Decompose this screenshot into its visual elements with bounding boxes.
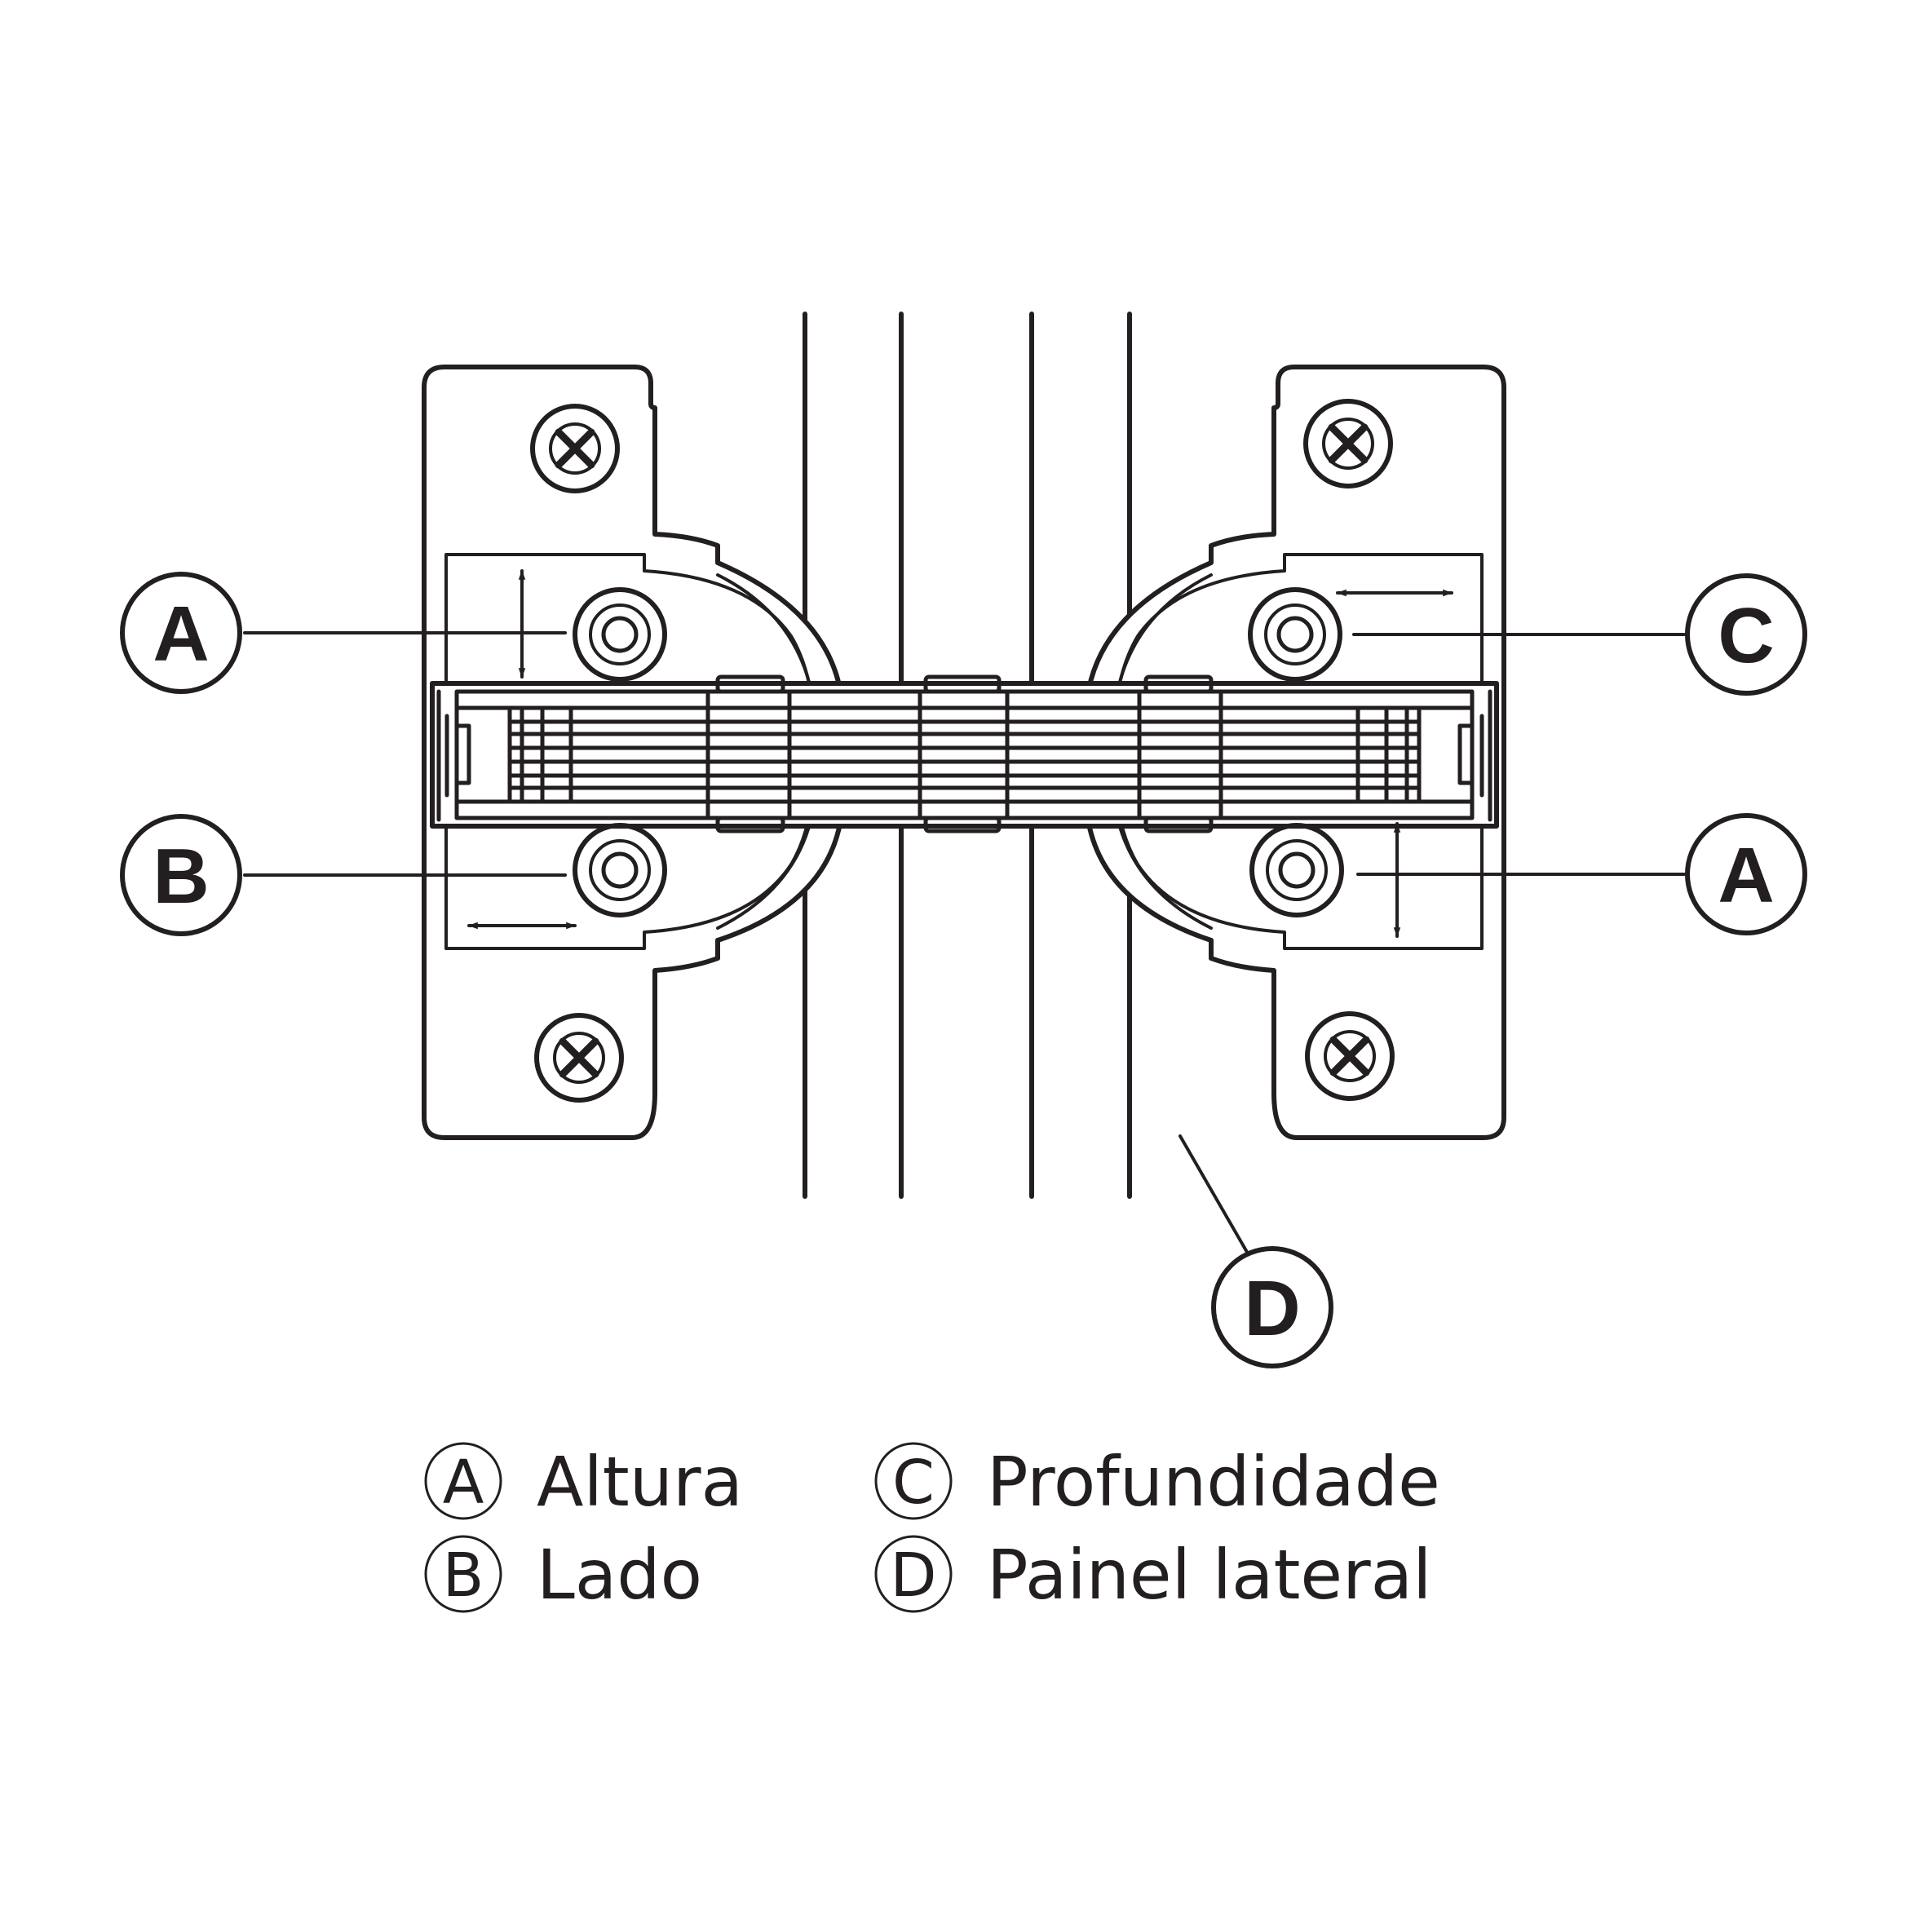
callout-a-top-left: A	[153, 590, 209, 678]
hinge-arm	[430, 674, 1499, 833]
legend-letter-c: C	[892, 1448, 935, 1518]
legend-letter-b: B	[443, 1541, 484, 1611]
legend-circle-c	[874, 1442, 953, 1520]
legend-label-lado: Lado	[537, 1535, 702, 1615]
legend-letter-d: D	[891, 1541, 937, 1611]
adjustment-cam-icon	[1249, 823, 1344, 917]
screw-icon	[1305, 1011, 1395, 1101]
legend-label-altura: Altura	[537, 1442, 743, 1522]
leader-lines	[243, 631, 1686, 1255]
callout-b-left: B	[153, 833, 209, 920]
legend-circle-b	[424, 1535, 502, 1613]
adjustment-cam-icon	[1248, 587, 1342, 682]
callout-circle-d-bottom	[1211, 1246, 1333, 1368]
legend-circle-d	[874, 1535, 953, 1613]
adjustment-cam-icon	[573, 823, 667, 917]
callout-circle-a-top-left	[120, 572, 242, 694]
callout-circle-a-bottom-right	[1685, 813, 1807, 935]
callout-d-bottom: D	[1244, 1265, 1300, 1352]
callout-circle-c-right	[1685, 573, 1807, 696]
legend-label-painel-lateral: Painel lateral	[987, 1535, 1431, 1615]
adjustment-cam-icon	[573, 587, 667, 682]
callout-a-bottom-right: A	[1718, 832, 1774, 919]
screw-icon	[534, 1013, 624, 1103]
screw-icon	[530, 404, 620, 493]
callout-c-right: C	[1718, 592, 1774, 679]
screw-icon	[1303, 399, 1393, 489]
callout-circle-b-left	[120, 814, 242, 936]
legend-circle-a	[424, 1442, 502, 1520]
legend-letter-a: A	[443, 1448, 484, 1518]
legend-label-profundidade: Profundidade	[987, 1442, 1440, 1522]
